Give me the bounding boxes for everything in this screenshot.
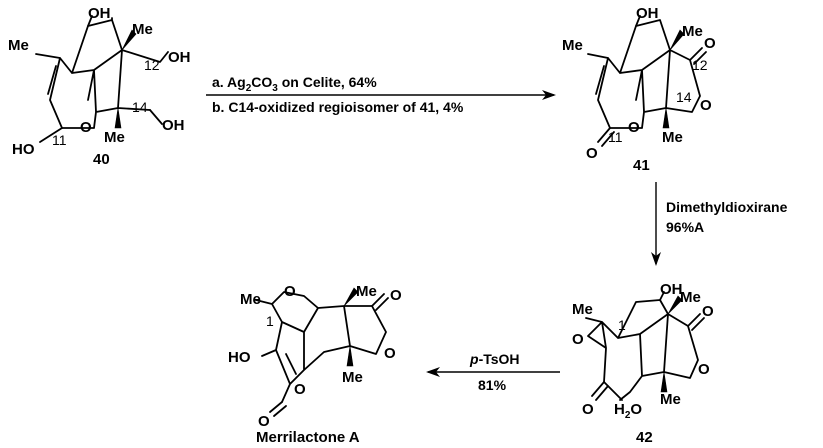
c40-oh-c12: OH bbox=[168, 49, 191, 66]
reaction-2-yield: 96%A bbox=[666, 219, 704, 235]
merrilactone-o-lactone-right: O bbox=[384, 345, 396, 362]
merrilactone-carbonyl-top bbox=[371, 293, 389, 311]
c42-o-lactone: O bbox=[698, 361, 710, 378]
c40-oh-bond bbox=[87, 15, 93, 27]
c40-wedge-me bbox=[121, 29, 137, 51]
c42-num-1: 1 bbox=[618, 317, 626, 333]
c42-water: H2O bbox=[614, 401, 642, 421]
compound-42: OH Me Me O O O Me O H2O 1 42 bbox=[572, 281, 714, 446]
c41-me-right: Me bbox=[682, 23, 703, 40]
c40-num-14: 14 bbox=[132, 99, 148, 115]
merrilactone-wedge-bottom bbox=[346, 345, 354, 367]
c42-wedge-bottom bbox=[660, 371, 668, 393]
compound-merrilactone-a: Me O Me O HO O O O Me 1 Merrilactone A bbox=[228, 283, 402, 446]
c41-o-carbonyl-bottom: O bbox=[586, 145, 598, 162]
c40-oh-c14: OH bbox=[162, 117, 185, 134]
c40-num-11: 11 bbox=[52, 132, 67, 148]
c41-label: 41 bbox=[633, 157, 650, 174]
merrilactone-num-1: 1 bbox=[266, 313, 274, 329]
c41-num-12: 12 bbox=[692, 57, 708, 73]
c42-oh-bond bbox=[659, 291, 665, 301]
c42-me-left: Me bbox=[572, 301, 593, 318]
c42-o-carbonyl-bottom: O bbox=[582, 401, 594, 418]
c42-wedge-me bbox=[667, 295, 683, 315]
merrilactone-me-right: Me bbox=[356, 283, 377, 300]
merrilactone-ho: HO bbox=[228, 349, 251, 366]
merrilactone-o-carbonyl-bottom: O bbox=[258, 413, 270, 430]
c42-bonds bbox=[585, 299, 699, 401]
c41-wedge-bottom bbox=[662, 107, 670, 129]
c42-label: 42 bbox=[636, 429, 653, 446]
reaction-3-yield: 81% bbox=[478, 377, 507, 393]
c42-o-carbonyl-top: O bbox=[702, 303, 714, 320]
c41-num-11: 11 bbox=[608, 129, 623, 145]
c40-ho-c11: HO bbox=[12, 141, 35, 158]
c40-me-bottom: Me bbox=[104, 129, 125, 146]
merrilactone-o-lactone-bottom: O bbox=[294, 381, 306, 398]
c42-carbonyl-top bbox=[687, 313, 705, 331]
c41-wedge-me bbox=[669, 29, 685, 51]
reaction-3-reagent: p-TsOH bbox=[469, 351, 520, 367]
c41-oh-top: OH bbox=[636, 5, 659, 22]
c40-wedge-bottom bbox=[114, 107, 122, 129]
merrilactone-bonds bbox=[255, 291, 387, 403]
c42-oh-top: OH bbox=[660, 281, 683, 298]
compound-40: OH Me Me OH Me OH HO O 12 14 11 40 bbox=[8, 5, 191, 168]
merrilactone-label: Merrilactone A bbox=[256, 429, 360, 446]
c40-oh-top: OH bbox=[88, 5, 111, 22]
merrilactone-o-ether: O bbox=[284, 283, 296, 300]
reaction-2: Dimethyldioxirane 96%A bbox=[651, 182, 788, 266]
c42-me-bottom: Me bbox=[660, 391, 681, 408]
c41-double-bond bbox=[595, 65, 605, 95]
reaction-1-line-b: b. C14-oxidized regioisomer of 41, 4% bbox=[212, 99, 464, 115]
merrilactone-carbonyl-bottom bbox=[269, 401, 287, 417]
c40-me-left: Me bbox=[8, 37, 29, 54]
c41-me-left: Me bbox=[562, 37, 583, 54]
c40-me-right: Me bbox=[132, 21, 153, 38]
c41-num-14: 14 bbox=[676, 89, 692, 105]
c41-oh-bond bbox=[635, 15, 641, 27]
c41-carbonyl-bottom bbox=[597, 127, 615, 147]
compound-41: OH Me Me O O Me O O 12 14 11 41 bbox=[562, 5, 716, 174]
c42-me-right: Me bbox=[680, 289, 701, 306]
merrilactone-me-bottom: Me bbox=[342, 369, 363, 386]
c41-o-lactone: O bbox=[700, 97, 712, 114]
merrilactone-wedge-me bbox=[343, 287, 359, 307]
c40-o-ring: O bbox=[80, 119, 92, 136]
merrilactone-o-carbonyl-top: O bbox=[390, 287, 402, 304]
reaction-3: p-TsOH 81% bbox=[426, 351, 560, 393]
c40-ch2oh-bond bbox=[149, 109, 163, 125]
merrilactone-me-left: Me bbox=[240, 291, 261, 308]
c42-o-epoxide: O bbox=[572, 331, 584, 348]
c42-ch2-bond bbox=[603, 381, 623, 401]
c40-ho-bond bbox=[39, 127, 63, 143]
c41-me-bottom: Me bbox=[662, 129, 683, 146]
reaction-1: a. Ag2CO3 on Celite, 64% b. C14-oxidized… bbox=[206, 74, 556, 115]
reaction-2-reagent: Dimethyldioxirane bbox=[666, 199, 788, 215]
c40-num-12: 12 bbox=[144, 57, 160, 73]
c41-o-carbonyl-top: O bbox=[704, 35, 716, 52]
reaction-1-line-a: a. Ag2CO3 on Celite, 64% bbox=[212, 74, 377, 94]
c42-carbonyl-bottom bbox=[591, 381, 609, 401]
c41-carbonyl-top bbox=[689, 47, 707, 65]
c40-double-bond bbox=[47, 65, 57, 95]
c40-label: 40 bbox=[93, 151, 110, 168]
c41-o-ring: O bbox=[628, 119, 640, 136]
